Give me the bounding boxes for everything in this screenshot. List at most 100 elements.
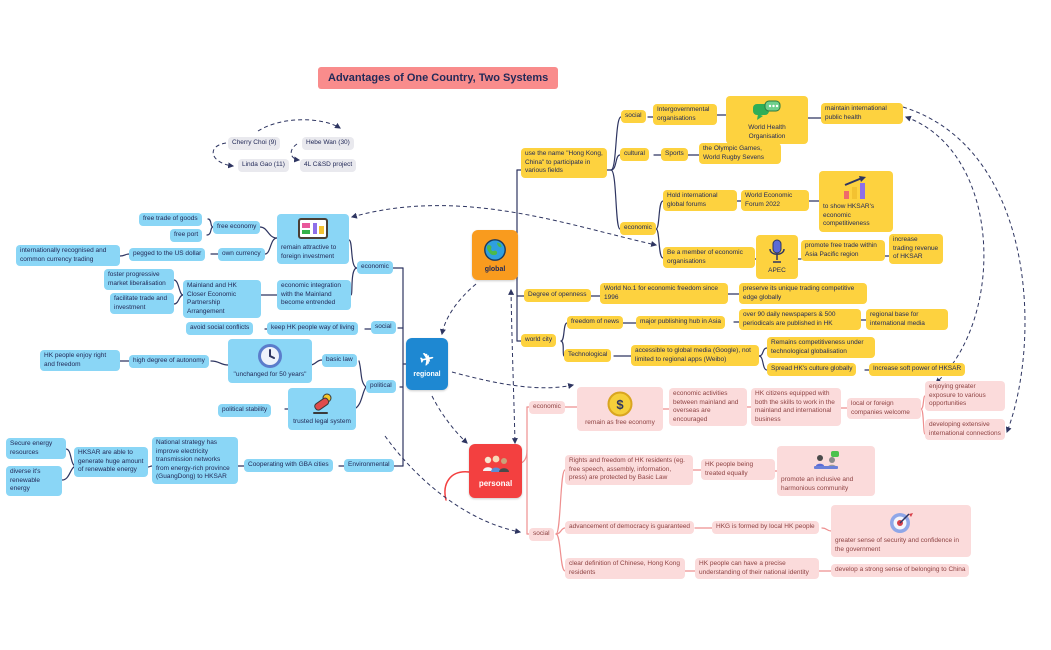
node-free-economy[interactable]: free economy	[213, 221, 261, 234]
node-technological[interactable]: Technological	[564, 349, 612, 362]
label-regional-environmental[interactable]: Environmental	[344, 459, 394, 472]
globe-icon	[484, 239, 506, 261]
dartboard-icon	[890, 513, 913, 533]
node-public-health[interactable]: maintain international public health	[821, 103, 903, 125]
node-rights-basic-law[interactable]: Rights and freedom of HK residents (eg. …	[565, 455, 693, 485]
node-tech-competitiveness[interactable]: Remains competitiveness under technologi…	[767, 337, 875, 359]
dollar-coin-icon: $	[607, 391, 633, 417]
node-apec[interactable]: APEC	[756, 235, 798, 279]
node-show-competitiveness[interactable]: to show HKSAR's economic competitiveness	[819, 171, 893, 232]
node-autonomy[interactable]: high degree of autonomy	[129, 355, 209, 368]
node-spread-culture[interactable]: Spread HK's culture globally	[767, 363, 857, 376]
team-member-1[interactable]: Cherry Choi (9)	[228, 137, 281, 150]
node-global-media-access[interactable]: accessible to global media (Google), not…	[631, 345, 759, 367]
node-economic-activities[interactable]: economic activities between mainland and…	[669, 388, 747, 427]
svg-text:$: $	[616, 397, 624, 412]
label-regional-political[interactable]: political	[366, 380, 396, 393]
hub-regional[interactable]: ✈ regional	[406, 338, 448, 390]
node-who[interactable]: World Health Organisation	[726, 96, 808, 145]
node-generate-renewable[interactable]: HKSAR are able to generate huge amount o…	[74, 447, 148, 477]
node-free-trade[interactable]: free trade of goods	[139, 213, 202, 226]
node-security-confidence[interactable]: greater sense of security and confidence…	[831, 505, 971, 558]
hub-label: regional	[413, 370, 441, 378]
label-personal-social[interactable]: social	[529, 528, 554, 541]
hub-world-city[interactable]: world city	[521, 334, 557, 347]
node-avoid-conflicts[interactable]: avoid social conflicts	[186, 322, 254, 335]
label-global-economic[interactable]: economic	[620, 222, 656, 235]
node-intergov-orgs[interactable]: Intergovernmental organisations	[653, 104, 717, 126]
node-greater-exposure[interactable]: enjoying greater exposure to various opp…	[925, 381, 1005, 411]
people-group-icon	[482, 455, 509, 472]
node-unchanged-50-years[interactable]: "unchanged for 50 years"	[228, 339, 312, 383]
node-label: trusted legal system	[293, 418, 351, 425]
team-project[interactable]: 4L C&SD project	[300, 159, 357, 172]
node-use-name-hk-china[interactable]: use the name "Hong Kong, China" to parti…	[521, 148, 607, 178]
node-label: APEC	[768, 267, 786, 274]
label-regional-economic[interactable]: economic	[357, 261, 393, 274]
node-olympics[interactable]: the Olympic Games, World Rugby Sevens	[699, 143, 781, 165]
node-wef-2022[interactable]: World Economic Forum 2022	[741, 190, 809, 212]
node-companies-welcome[interactable]: local or foreign companies welcome	[847, 398, 921, 420]
node-hkg-local-people[interactable]: HKG is formed by local HK people	[712, 521, 819, 534]
node-label: remain as free economy	[585, 419, 655, 426]
node-intl-currency[interactable]: internationally recognised and common cu…	[16, 245, 120, 267]
node-cepa[interactable]: Mainland and HK Closer Economic Partners…	[183, 280, 261, 319]
node-basic-law[interactable]: basic law	[322, 354, 357, 367]
node-label: greater sense of security and confidence…	[835, 537, 959, 553]
node-rights-freedom[interactable]: HK people enjoy right and freedom	[40, 350, 120, 372]
node-free-trade-apac[interactable]: promote free trade within Asia Pacific r…	[801, 240, 885, 262]
node-foster-liberalisation[interactable]: foster progressive market liberalisation	[104, 269, 174, 291]
airplane-icon: ✈	[418, 348, 436, 370]
label-regional-social[interactable]: social	[371, 321, 396, 334]
node-label: promote an inclusive and harmonious comm…	[781, 476, 854, 492]
node-freedom-of-news[interactable]: freedom of news	[567, 316, 624, 329]
node-democracy-guaranteed[interactable]: advancement of democracy is guaranteed	[565, 521, 695, 534]
label-personal-economic[interactable]: economic	[529, 401, 565, 414]
node-political-stability[interactable]: political stability	[218, 404, 272, 417]
node-label: "unchanged for 50 years"	[233, 371, 307, 378]
node-keep-way-of-living[interactable]: keep HK people way of living	[267, 322, 359, 335]
node-belonging-china[interactable]: develop a strong sense of belonging to C…	[831, 564, 970, 577]
node-diverse-renewable[interactable]: diverse it's renewable energy	[6, 466, 62, 496]
label-global-cultural[interactable]: cultural	[620, 148, 649, 161]
stamp-icon	[313, 393, 332, 414]
node-clear-definition[interactable]: clear definition of Chinese, Hong Kong r…	[565, 558, 685, 580]
node-remain-free-economy[interactable]: $ remain as free economy	[577, 387, 663, 431]
node-label: to show HKSAR's economic competitiveness	[823, 203, 875, 228]
node-economic-integration[interactable]: economic integration with the Mainland b…	[277, 280, 351, 310]
node-media-base[interactable]: regional base for international media	[866, 309, 948, 331]
node-pegged-usd[interactable]: pegged to the US dollar	[129, 248, 206, 261]
node-newspapers[interactable]: over 90 daily newspapers & 500 periodica…	[739, 309, 861, 331]
team-member-2[interactable]: Hebe Wan (30)	[302, 137, 354, 150]
node-publishing-hub[interactable]: major publishing hub in Asia	[636, 316, 725, 329]
node-degree-openness[interactable]: Degree of openness	[524, 289, 591, 302]
label-global-social[interactable]: social	[621, 110, 646, 123]
node-gba-cooperation[interactable]: Cooperating with GBA cities	[244, 459, 333, 472]
team-member-3[interactable]: Linda Gao (11)	[238, 159, 289, 172]
hub-global[interactable]: global	[472, 230, 518, 280]
node-intl-connections[interactable]: developing extensive international conne…	[925, 419, 1005, 441]
node-remain-attractive[interactable]: remain attractive to foreign investment	[277, 214, 349, 265]
node-trading-revenue[interactable]: increase trading revenue of HKSAR	[889, 234, 943, 264]
node-national-identity[interactable]: HK people can have a precise understandi…	[695, 558, 819, 580]
node-facilitate-trade[interactable]: facilitate trade and investment	[110, 293, 174, 315]
node-national-strategy[interactable]: National strategy has improve electricit…	[152, 437, 238, 484]
node-global-forums[interactable]: Hold international global forums	[663, 190, 737, 212]
node-soft-power[interactable]: Increase soft power of HKSAR	[869, 363, 966, 376]
node-member-economic-orgs[interactable]: Be a member of economic organisations	[663, 247, 755, 269]
node-free-port[interactable]: free port	[170, 229, 203, 242]
hub-personal[interactable]: personal	[469, 444, 522, 498]
node-sports[interactable]: Sports	[661, 148, 688, 161]
node-inclusive-community[interactable]: promote an inclusive and harmonious comm…	[777, 446, 875, 497]
page-title: Advantages of One Country, Two Systems	[318, 67, 559, 89]
chat-bubbles-icon	[753, 100, 781, 120]
node-trusted-legal-system[interactable]: trusted legal system	[288, 388, 356, 430]
node-own-currency[interactable]: own currency	[218, 248, 265, 261]
node-secure-energy[interactable]: Secure energy resources	[6, 438, 66, 460]
clock-icon	[258, 344, 282, 368]
node-world-no1-freedom[interactable]: World No.1 for economic freedom since 19…	[600, 283, 728, 305]
node-trading-edge[interactable]: preserve its unique trading competitive …	[739, 283, 867, 305]
node-treated-equally[interactable]: HK people being treated equally	[701, 459, 775, 481]
node-citizen-skills[interactable]: HK citizens equipped with both the skill…	[751, 388, 841, 427]
